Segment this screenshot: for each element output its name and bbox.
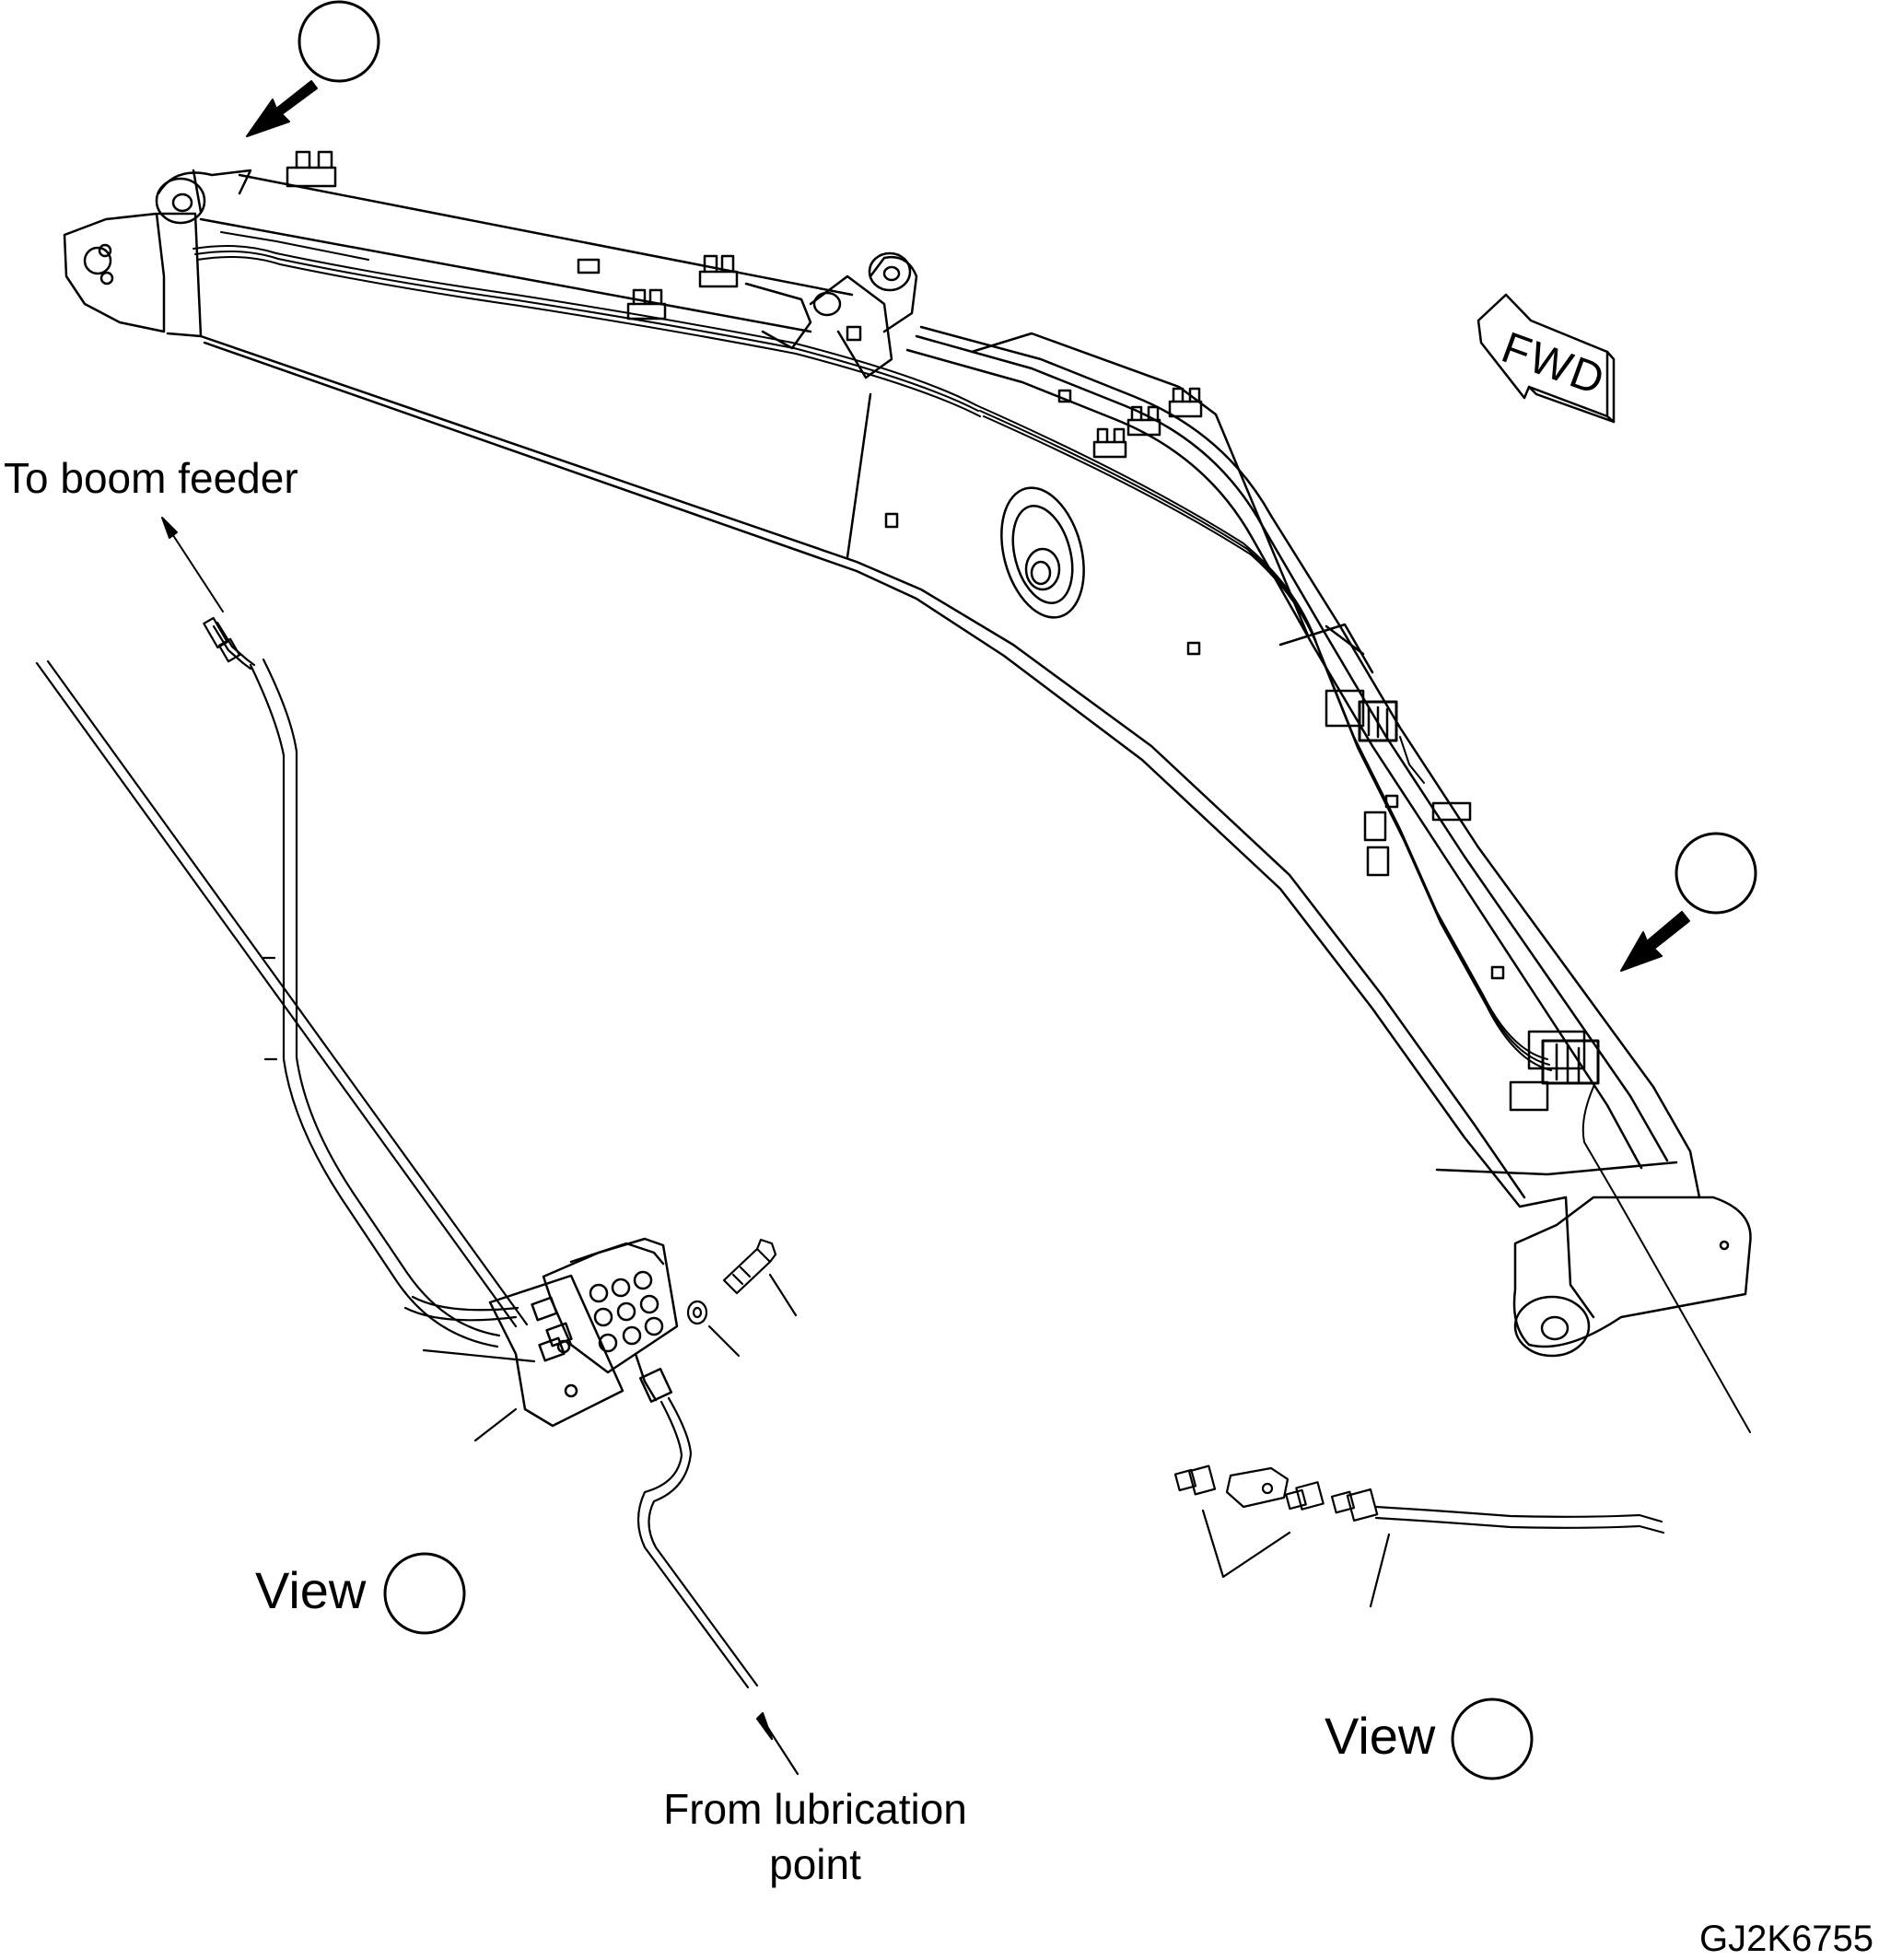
boom-hoses [975,404,1751,1433]
view2-circle [1451,1698,1534,1780]
from-lubrication-point-label: From lubrication point [663,1785,967,1888]
drawing-code: GJ2K6755 [1699,1919,1874,1959]
fwd-arrow-icon [1476,293,1616,424]
bolt-and-washer [473,1238,798,1442]
view-label-1: View [255,1561,367,1619]
view2-detail [1173,1464,1665,1608]
distributor-block [488,1237,679,1428]
lubrication-hose [636,1396,799,1776]
arm-structure [63,150,1526,1208]
to-boom-feeder-label: To boom feeder [4,454,298,502]
view-label-2: View [1325,1707,1436,1765]
view-marker-top [246,0,380,137]
view1-hoses [35,616,536,1363]
boom-structure [905,325,1752,1358]
boom-feeder-leader [161,517,224,612]
view-marker-right [1620,832,1757,972]
arm-hoses [193,231,981,417]
view1-circle [383,1552,466,1635]
